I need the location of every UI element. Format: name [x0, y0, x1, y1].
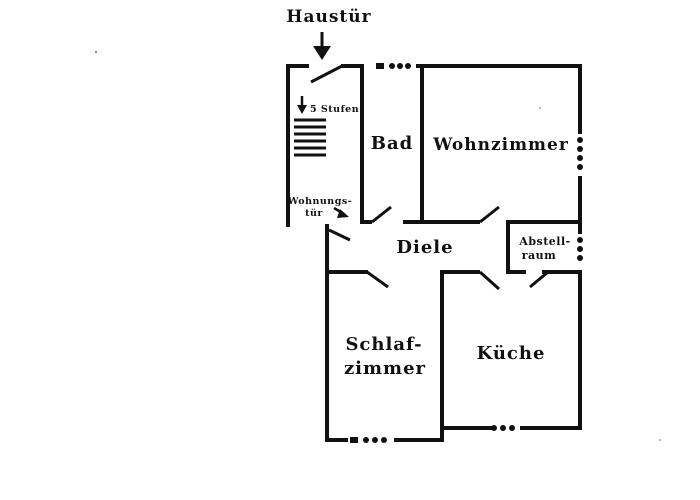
room-label-living-room: Wohnzimmer — [432, 135, 569, 155]
room-label-bedroom-line2: zimmer — [344, 358, 426, 379]
apartment-door-arrow-icon — [333, 206, 349, 218]
apartment-door-label-line2: tür — [305, 208, 323, 219]
storage-walls — [506, 220, 582, 274]
steps-arrow-icon — [297, 96, 307, 114]
steps-label: 5 Stufen — [310, 104, 359, 115]
kitchen-window — [491, 425, 515, 431]
storage-window — [577, 237, 583, 261]
stairs — [294, 118, 326, 157]
bath-window — [376, 63, 411, 69]
kitchen-door-swing — [478, 270, 501, 291]
front-door-swing — [310, 64, 343, 84]
entrance-label: Haustür — [286, 7, 371, 27]
room-label-kitchen: Küche — [477, 343, 546, 364]
room-label-storage-line1: Abstell- — [518, 235, 570, 248]
apartment-door-label-line1: Wohnungs- — [287, 196, 352, 207]
paper-specks — [95, 51, 661, 441]
hallway-walls — [325, 224, 368, 274]
stairwell-walls — [286, 64, 364, 227]
storage-door-swing — [529, 270, 549, 289]
bedroom-door-swing — [366, 270, 389, 289]
bedroom-window — [350, 437, 387, 443]
bath-door-swing — [371, 205, 392, 224]
room-label-hallway: Diele — [396, 237, 453, 258]
apartment-door-swing — [328, 228, 351, 242]
entrance-arrow-icon — [313, 32, 331, 60]
room-label-bathroom: Bad — [371, 133, 413, 154]
living-room-window — [577, 137, 583, 170]
living-room-door-swing — [479, 205, 500, 224]
upper-walls — [360, 64, 582, 224]
room-label-bedroom-line1: Schlaf- — [345, 334, 422, 355]
lower-walls — [325, 270, 582, 442]
room-label-storage-line2: raum — [522, 249, 557, 262]
